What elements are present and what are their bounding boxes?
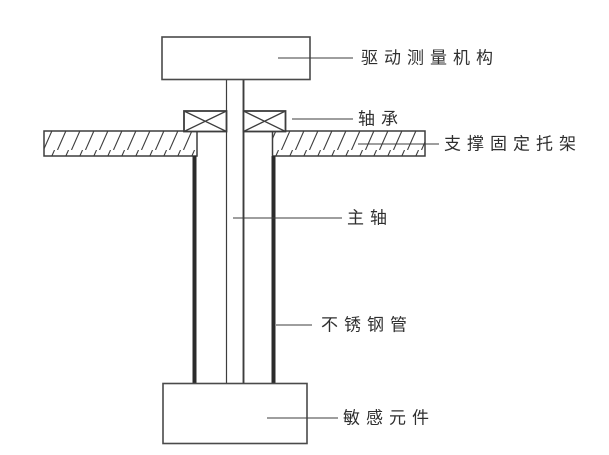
label-drive-mechanism: 驱动测量机构 (361, 49, 499, 68)
label-steel-tube: 不锈钢管 (321, 316, 413, 335)
bearing-right (242, 110, 287, 133)
label-sensing-element: 敏感元件 (343, 409, 435, 428)
sensing-element-box (162, 382, 308, 445)
label-bearing: 轴承 (358, 110, 404, 129)
label-support-bracket: 支撑固定托架 (444, 135, 582, 154)
label-main-shaft: 主轴 (347, 209, 393, 228)
bearing-left (183, 110, 228, 133)
support-bracket-left (43, 130, 198, 157)
